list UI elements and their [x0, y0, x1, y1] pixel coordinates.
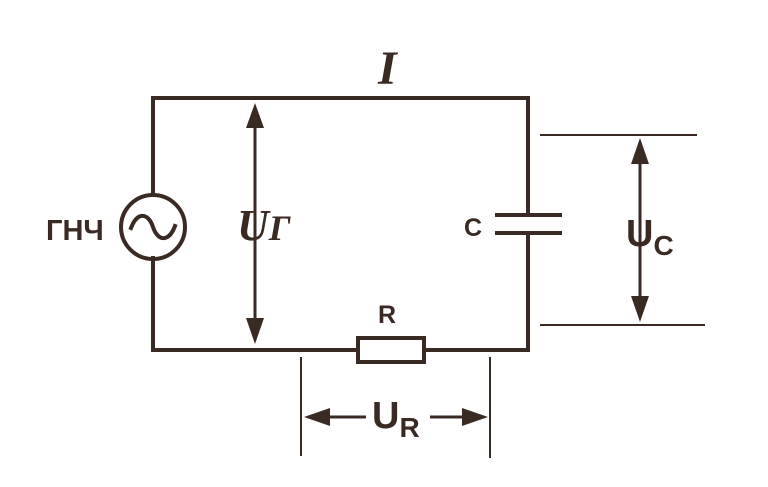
capacitor [495, 213, 562, 235]
generator-circle [119, 193, 187, 261]
generator-voltage-subscript: Г [268, 208, 291, 248]
arrow-left-icon [304, 408, 330, 426]
capacitor-voltage-symbol: U [626, 213, 653, 255]
resistor [356, 336, 426, 364]
generator-label: ГНЧ [46, 215, 104, 247]
arrow-down-icon [631, 296, 649, 322]
resistor-voltage-subscript: R [399, 412, 419, 443]
resistor-voltage-arrow [300, 357, 491, 458]
arrow-up-icon [631, 138, 649, 164]
resistor-label: R [378, 301, 396, 329]
capacitor-label: C [464, 214, 482, 242]
resistor-voltage-symbol: U [372, 395, 399, 437]
arrow-right-icon [462, 408, 488, 426]
circuit-wires [151, 96, 530, 352]
generator-source [119, 193, 187, 261]
capacitor-voltage-arrow [540, 134, 705, 326]
generator-voltage-arrow [246, 103, 264, 344]
sine-wave-icon [128, 213, 178, 241]
generator-voltage-symbol: U [237, 201, 271, 250]
arrow-up-icon [246, 103, 264, 128]
generator-voltage-label: UГ [237, 201, 291, 250]
arrow-down-icon [246, 318, 264, 344]
capacitor-voltage-subscript: C [653, 230, 673, 261]
capacitor-voltage-label: UC [626, 213, 674, 261]
current-label: I [377, 42, 399, 95]
resistor-voltage-label: UR [372, 395, 420, 443]
